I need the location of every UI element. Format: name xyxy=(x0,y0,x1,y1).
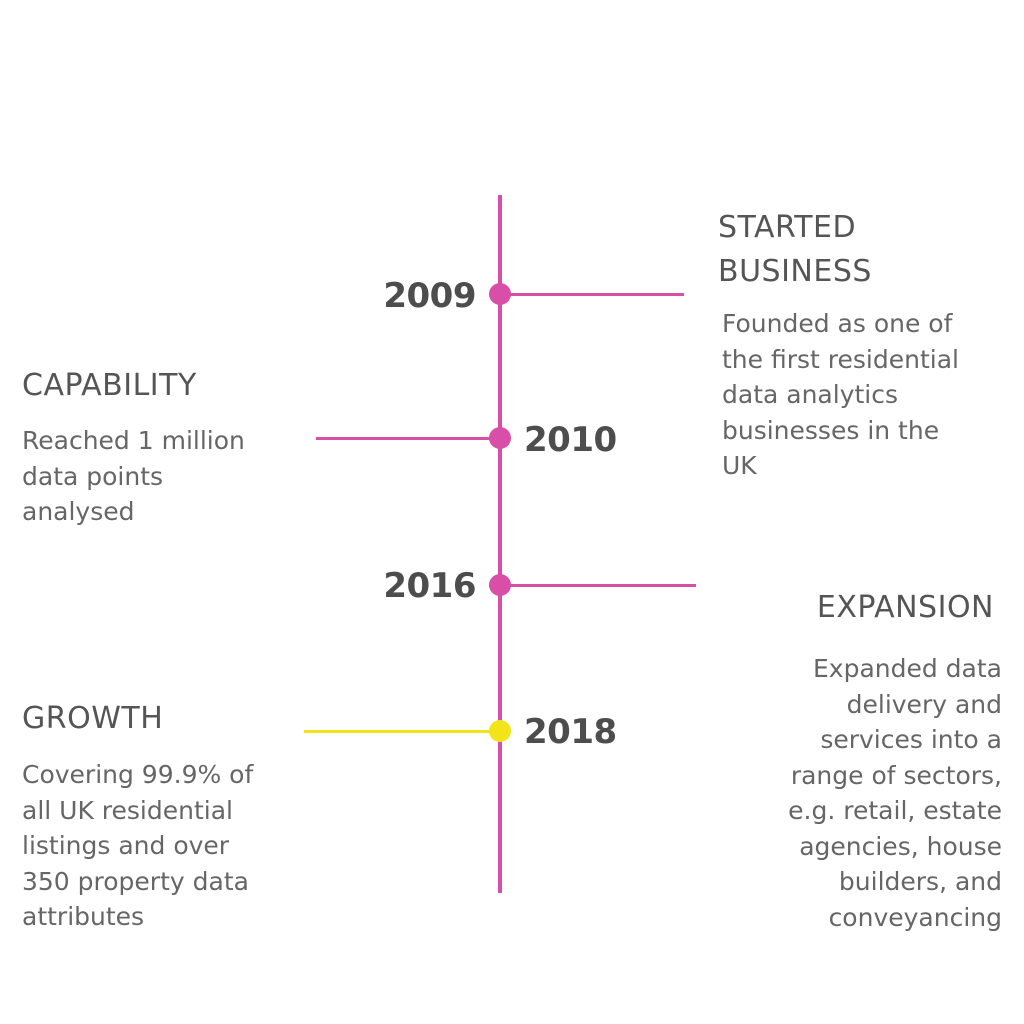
event-title-2016: EXPANSION xyxy=(816,590,994,625)
event-title-2010: CAPABILITY xyxy=(22,368,197,403)
event-description-2010: Reached 1 million data points analysed xyxy=(22,426,245,526)
event-description-2018: Covering 99.9% of all UK residential lis… xyxy=(22,760,254,931)
marker-2018 xyxy=(489,720,511,742)
event-title-2009: STARTED BUSINESS xyxy=(718,210,872,289)
marker-2016 xyxy=(489,574,511,596)
year-2009: 2009 xyxy=(383,276,476,316)
event-title-2018: GROWTH xyxy=(22,701,164,736)
event-description-2009: Founded as one of the first residential … xyxy=(722,309,959,480)
year-2018: 2018 xyxy=(524,712,617,752)
year-2010: 2010 xyxy=(524,420,617,460)
connector-2009 xyxy=(500,293,684,296)
year-2016: 2016 xyxy=(383,566,476,606)
timeline-spine xyxy=(498,195,502,893)
connector-2010 xyxy=(316,437,500,440)
connector-2016 xyxy=(500,584,696,587)
marker-2010 xyxy=(489,427,511,449)
marker-2009 xyxy=(489,283,511,305)
event-description-2016: Expanded data delivery and services into… xyxy=(788,654,1002,932)
connector-2018 xyxy=(304,730,500,733)
